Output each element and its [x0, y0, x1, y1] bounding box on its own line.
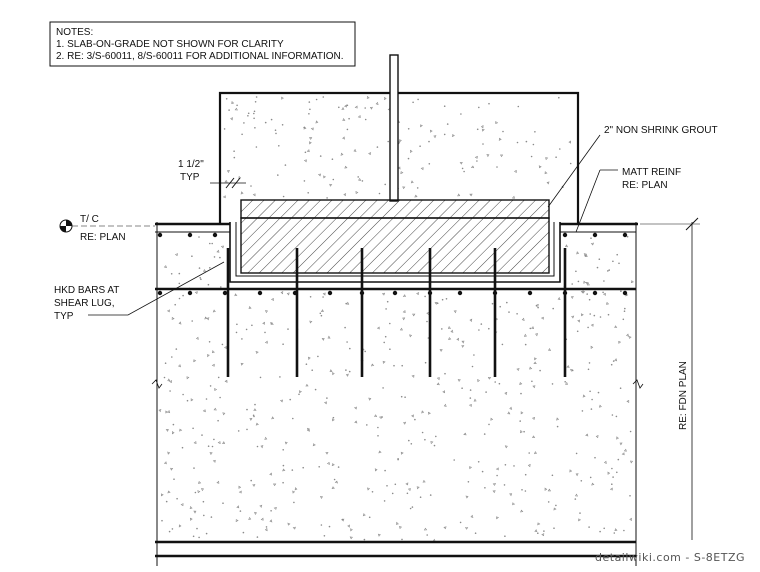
grout-callout: 2" NON SHRINK GROUT	[547, 125, 718, 208]
fdn-plan-label: RE: FDN PLAN	[678, 361, 689, 430]
rebar-dot	[592, 290, 598, 296]
rebar-dot	[622, 232, 628, 238]
dimension-value: 1 1/2"	[178, 159, 204, 170]
watermark: detailwiki.com - S-8ETZG	[595, 551, 745, 564]
grout-label: 2" NON SHRINK GROUT	[604, 125, 718, 136]
rebar-dot	[327, 290, 333, 296]
tc-ref: RE: PLAN	[80, 232, 126, 243]
matt-reinf-callout: MATT REINF RE: PLAN	[575, 167, 681, 233]
dimension-typ: TYP	[180, 172, 200, 183]
rebar-dot	[212, 232, 218, 238]
notes-heading: NOTES:	[56, 27, 93, 38]
mat-foundation	[151, 222, 644, 566]
top-of-concrete-marker: T/ C RE: PLAN	[59, 214, 155, 243]
fdn-plan-dimension: RE: FDN PLAN	[640, 217, 700, 540]
rebar-dot	[562, 232, 568, 238]
shear-lug-plate	[240, 199, 550, 274]
notes-box: NOTES: 1. SLAB-ON-GRADE NOT SHOWN FOR CL…	[49, 21, 356, 67]
top-mat-reinforcement	[155, 231, 636, 296]
hkd-line-3: TYP	[54, 311, 74, 322]
rebar-dot	[187, 290, 193, 296]
rebar-dot	[457, 290, 463, 296]
rebar-dot	[527, 290, 533, 296]
rebar-dot	[157, 232, 163, 238]
rebar-dots-top	[157, 232, 628, 238]
rebar-dot	[622, 290, 628, 296]
matt-reinf-ref: RE: PLAN	[622, 180, 668, 191]
dimension-callout: 1 1/2" TYP	[178, 159, 246, 189]
hooked-bars	[226, 248, 567, 377]
rebar-dot	[392, 290, 398, 296]
note-line-1: 1. SLAB-ON-GRADE NOT SHOWN FOR CLARITY	[56, 39, 284, 50]
note-line-2: 2. RE: 3/S-60011, 8/S-60011 FOR ADDITION…	[56, 51, 344, 62]
anchor-rod	[389, 54, 399, 202]
concrete-texture	[158, 95, 634, 542]
rebar-dot	[187, 232, 193, 238]
concrete-pedestal	[218, 91, 580, 223]
hkd-line-2: SHEAR LUG,	[54, 298, 115, 309]
hkd-bars-callout: HKD BARS AT SHEAR LUG, TYP	[54, 261, 225, 322]
rebar-dot	[222, 290, 228, 296]
hkd-line-1: HKD BARS AT	[54, 285, 119, 296]
grout-pocket	[229, 222, 561, 283]
rebar-dot	[592, 232, 598, 238]
matt-reinf-label: MATT REINF	[622, 167, 681, 178]
rebar-dot	[157, 290, 163, 296]
tc-label: T/ C	[80, 214, 99, 225]
rebar-dot	[257, 290, 263, 296]
